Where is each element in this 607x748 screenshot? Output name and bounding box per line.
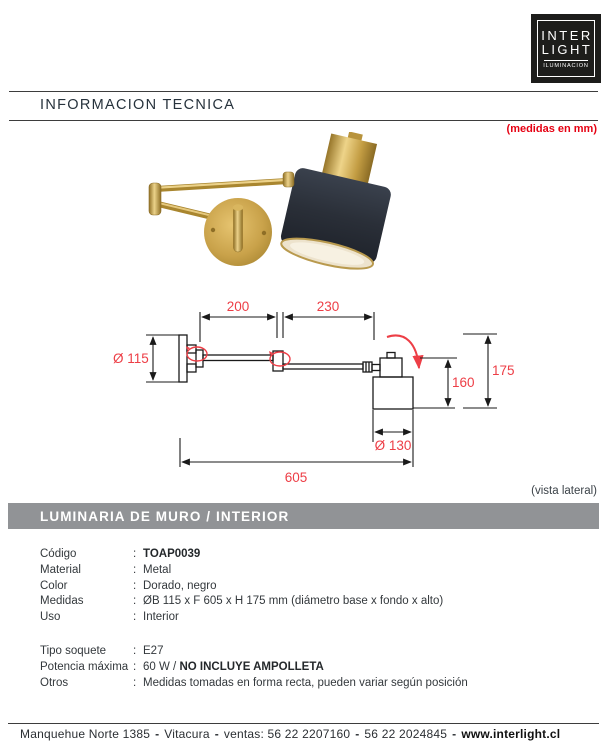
drawing-arm-2	[282, 363, 364, 370]
spec-group-2: Tipo soquete : E27 Potencia máxima : 60 …	[40, 644, 590, 691]
footer-separator: -	[355, 727, 360, 741]
dim-130: Ø 130	[375, 438, 412, 453]
drawing-shade	[372, 376, 414, 410]
footer-phone-1: ventas: 56 22 2207160	[223, 727, 351, 741]
spec-label: Uso	[40, 611, 61, 624]
spec-row-material: Material : Metal	[40, 563, 590, 579]
footer-phone-2: 56 22 2024845	[364, 727, 448, 741]
brand-word-2: LIGHT	[541, 41, 593, 57]
arm-elbow	[282, 171, 295, 188]
drawing-head-cylinder	[379, 357, 403, 378]
footer-address: Manquehue Norte 1385	[20, 727, 151, 741]
view-note: (vista lateral)	[531, 485, 597, 497]
spec-value: E27	[143, 645, 164, 657]
spec-row-potencia: Potencia máxima : 60 W / NO INCLUYE AMPO…	[40, 660, 590, 676]
footer: Manquehue Norte 1385-Vitacura-ventas: 56…	[20, 727, 598, 741]
spec-label: Potencia máxima	[40, 660, 129, 673]
dim-230: 230	[317, 299, 340, 314]
brand-logo: INTER LIGHT ILUMINACION	[531, 14, 601, 83]
page-title: INFORMACION TECNICA	[40, 97, 236, 113]
drawing-arm-1	[202, 354, 274, 362]
brand-divider	[544, 59, 588, 61]
spec-value: 60 W /	[143, 660, 180, 673]
spec-label: Medidas	[40, 595, 84, 608]
spec-value: Medidas tomadas en forma recta, pueden v…	[143, 676, 468, 689]
spec-value: Dorado, negro	[143, 579, 217, 592]
spec-row-uso: Uso : Interior	[40, 610, 590, 626]
footer-city: Vitacura	[164, 727, 210, 741]
spec-value: Interior	[143, 611, 179, 624]
brand-logo-frame: INTER LIGHT ILUMINACION	[537, 20, 595, 77]
dim-160: 160	[452, 375, 475, 390]
spec-value-bold: TOAP0039	[143, 548, 201, 560]
arm-pivot	[148, 182, 162, 216]
spec-label: Color	[40, 579, 68, 592]
header-rule-bottom	[9, 120, 598, 122]
dim-115: Ø 115	[113, 351, 149, 366]
spec-row-soquete: Tipo soquete : E27	[40, 644, 590, 660]
section-bar: LUMINARIA DE MURO / INTERIOR	[8, 503, 599, 529]
spec-label: Otros	[40, 676, 69, 689]
tilt-arrow-icon	[386, 334, 424, 370]
drawing-head-knob	[386, 351, 396, 359]
header-rule-top	[9, 91, 598, 93]
product-photo	[148, 132, 391, 270]
spec-label: Tipo soquete	[40, 645, 107, 657]
spec-label: Código	[40, 548, 77, 560]
spec-row-codigo: Código : TOAP0039	[40, 547, 590, 563]
lamp-outline	[178, 334, 414, 410]
spec-value-bold: NO INCLUYE AMPOLLETA	[179, 660, 324, 673]
drawing-wall-plate	[178, 334, 188, 383]
drawing-mid-joint	[272, 350, 284, 372]
spec-row-otros: Otros : Medidas tomadas en forma recta, …	[40, 676, 590, 692]
section-title: LUMINARIA DE MURO / INTERIOR	[40, 508, 290, 524]
footer-separator: -	[452, 727, 457, 741]
head-cylinder	[320, 133, 378, 189]
spec-value: Metal	[143, 563, 172, 576]
dim-175: 175	[492, 363, 515, 378]
lamp-head	[280, 132, 391, 270]
spec-label: Material	[40, 563, 81, 576]
spec-group-1: Código : TOAP0039 Material : Metal Color…	[40, 547, 590, 626]
wall-plate	[204, 198, 272, 266]
spec-row-medidas: Medidas : ØB 115 x F 605 x H 175 mm (diá…	[40, 594, 590, 610]
brand-word-1: INTER	[541, 27, 593, 43]
brand-subtitle: ILUMINACION	[543, 62, 589, 69]
spec-row-color: Color : Dorado, negro	[40, 579, 590, 595]
dim-605: 605	[285, 470, 308, 485]
footer-separator: -	[155, 727, 160, 741]
footer-website: www.interlight.cl	[461, 727, 561, 741]
spec-value: ØB 115 x F 605 x H 175 mm (diámetro base…	[143, 595, 444, 608]
dim-200: 200	[227, 299, 250, 314]
dimension-lines	[146, 312, 497, 467]
footer-separator: -	[214, 727, 219, 741]
rotation-arrow-icon	[186, 346, 291, 367]
technical-drawing: 200 230 Ø 115 160 175 Ø 130 605	[113, 299, 515, 485]
footer-rule	[8, 723, 599, 725]
units-note: (medidas en mm)	[506, 123, 597, 135]
